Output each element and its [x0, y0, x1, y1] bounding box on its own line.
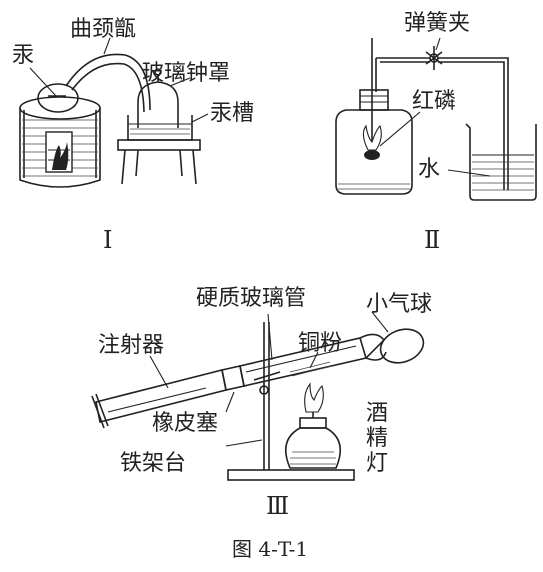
label-mercury: 汞 — [12, 43, 34, 68]
label-spring-clip: 弹簧夹 — [404, 11, 470, 36]
figure-1-lavoisier-apparatus: 汞 曲颈甑 玻璃钟罩 汞槽 Ⅰ — [12, 17, 254, 254]
retort — [37, 53, 151, 113]
retort-leader — [103, 37, 111, 55]
small-balloon — [359, 328, 425, 364]
trough-leader — [191, 113, 209, 123]
collecting-bottle — [335, 38, 430, 195]
iron-stand-leader — [225, 439, 263, 447]
furnace — [19, 96, 101, 188]
label-rubber-stopper: 橡皮塞 — [152, 411, 218, 436]
spring-clip-leader — [435, 37, 441, 51]
rubber-stopper-leader — [225, 391, 235, 413]
connecting-tube — [438, 57, 509, 190]
copper-powder-leader — [309, 351, 319, 369]
label-water: 水 — [418, 157, 440, 182]
label-alcohol-lamp-2: 精 — [366, 426, 388, 451]
iron-stand — [227, 322, 355, 481]
label-alcohol-lamp-3: 灯 — [366, 451, 388, 476]
label-small-balloon: 小气球 — [366, 292, 432, 317]
trough-stand — [117, 115, 201, 185]
figure-1-numeral: Ⅰ — [103, 226, 112, 254]
label-hard-glass-tube: 硬质玻璃管 — [196, 286, 306, 311]
label-iron-stand: 铁架台 — [120, 451, 186, 476]
label-copper-powder: 铜粉 — [298, 331, 342, 356]
label-mercury-trough: 汞槽 — [210, 101, 254, 126]
figure-2-phosphorus-apparatus: 弹簧夹 红磷 水 Ⅱ — [335, 11, 537, 254]
label-bell-jar: 玻璃钟罩 — [142, 61, 230, 86]
label-alcohol-lamp-1: 酒 — [366, 401, 388, 426]
bell-jar — [137, 68, 179, 128]
figure-3-numeral: Ⅲ — [266, 492, 289, 520]
phosphorus-leader — [379, 111, 421, 147]
label-red-phosphorus: 红磷 — [412, 89, 456, 114]
label-syringe: 注射器 — [98, 333, 164, 358]
label-retort: 曲颈甑 — [70, 17, 136, 42]
mercury-leader — [29, 67, 57, 97]
water-beaker — [465, 123, 537, 201]
syringe-leader — [149, 355, 169, 389]
figure-2-numeral: Ⅱ — [424, 226, 440, 254]
alcohol-lamp — [284, 382, 342, 469]
hard-glass-tube-leader — [267, 313, 273, 361]
balloon-leader — [371, 311, 389, 333]
figure-3-copper-apparatus: 硬质玻璃管 小气球 注射器 铜粉 橡皮塞 铁架台 酒 精 灯 Ⅲ — [91, 286, 432, 520]
water-leader — [447, 169, 491, 177]
bell-jar-leader — [169, 77, 191, 87]
figure-caption: 图 4-T-1 — [232, 537, 308, 561]
